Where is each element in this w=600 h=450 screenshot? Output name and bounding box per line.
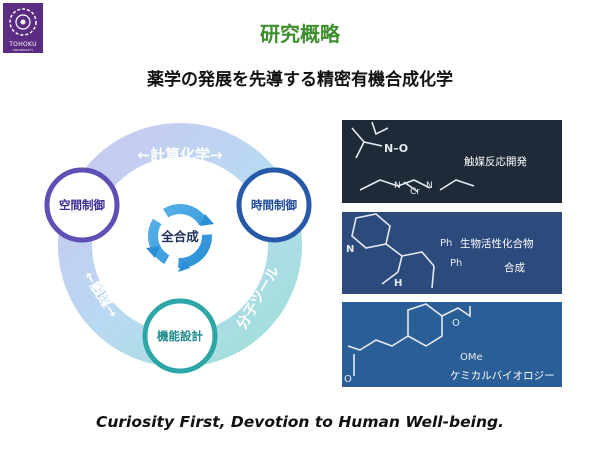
svg-text:N: N <box>426 181 433 191</box>
svg-text:O: O <box>452 318 460 329</box>
svg-text:Cr: Cr <box>410 187 420 197</box>
salen-structure-icon: N–O N Cr N <box>351 121 475 197</box>
swirl-arrow-3 <box>178 260 190 272</box>
node-left-label: 空間制御 <box>59 198 105 212</box>
crest-icon <box>9 8 37 36</box>
node-right-label: 時間制御 <box>251 198 297 212</box>
svg-text:N: N <box>394 181 401 191</box>
page-subtitle: 薬学の発展を先導する精密有機合成化学 <box>147 70 453 90</box>
swirl-arrow-2 <box>146 246 160 258</box>
panel-label-bioactive-2: 合成 <box>504 262 525 274</box>
panel-catalysis: N–O N Cr N 触媒反応開発 <box>342 120 562 203</box>
panel-chembio: OMe O O ケミカルバイオロジー <box>342 302 562 387</box>
research-cycle-diagram: 全合成 空間制御 時間制御 機能設計 ←計算化学→ ←触媒→ 分子ツール <box>44 123 312 374</box>
inner-swirl <box>148 204 212 268</box>
panel-label-catalysis: 触媒反応開発 <box>464 156 527 168</box>
university-logo: TOHOKU UNIVERSITY <box>3 3 43 53</box>
svg-text:H: H <box>394 278 402 289</box>
panel-bioactive: N H Ph Ph 生物活性化合物 合成 <box>342 212 562 294</box>
arc-top-label: ←計算化学→ <box>137 146 222 164</box>
svg-text:O: O <box>344 374 352 385</box>
page-title: 研究概略 <box>260 22 340 46</box>
node-bottom-label: 機能設計 <box>157 329 203 343</box>
node-left-circle <box>44 167 120 243</box>
chembio-structure-icon: OMe O O <box>344 303 483 385</box>
node-right-circle <box>236 167 312 243</box>
panel-label-chembio: ケミカルバイオロジー <box>450 370 555 382</box>
svg-text:N: N <box>346 244 354 255</box>
panel-label-bioactive-1: 生物活性化合物 <box>460 238 534 250</box>
svg-text:OMe: OMe <box>460 352 483 363</box>
tagline: Curiosity First, Devotion to Human Well-… <box>96 413 504 431</box>
center-label: 全合成 <box>160 229 199 244</box>
svg-text:Ph: Ph <box>450 258 462 269</box>
svg-text:N–O: N–O <box>384 142 408 155</box>
swirl-arrow-1 <box>200 214 214 226</box>
logo-sub: UNIVERSITY <box>12 48 34 52</box>
logo-name: TOHOKU <box>9 41 37 48</box>
node-bottom-circle <box>142 298 218 374</box>
svg-text:Ph: Ph <box>440 238 452 249</box>
bioactive-structure-icon: N H Ph Ph <box>346 213 462 289</box>
